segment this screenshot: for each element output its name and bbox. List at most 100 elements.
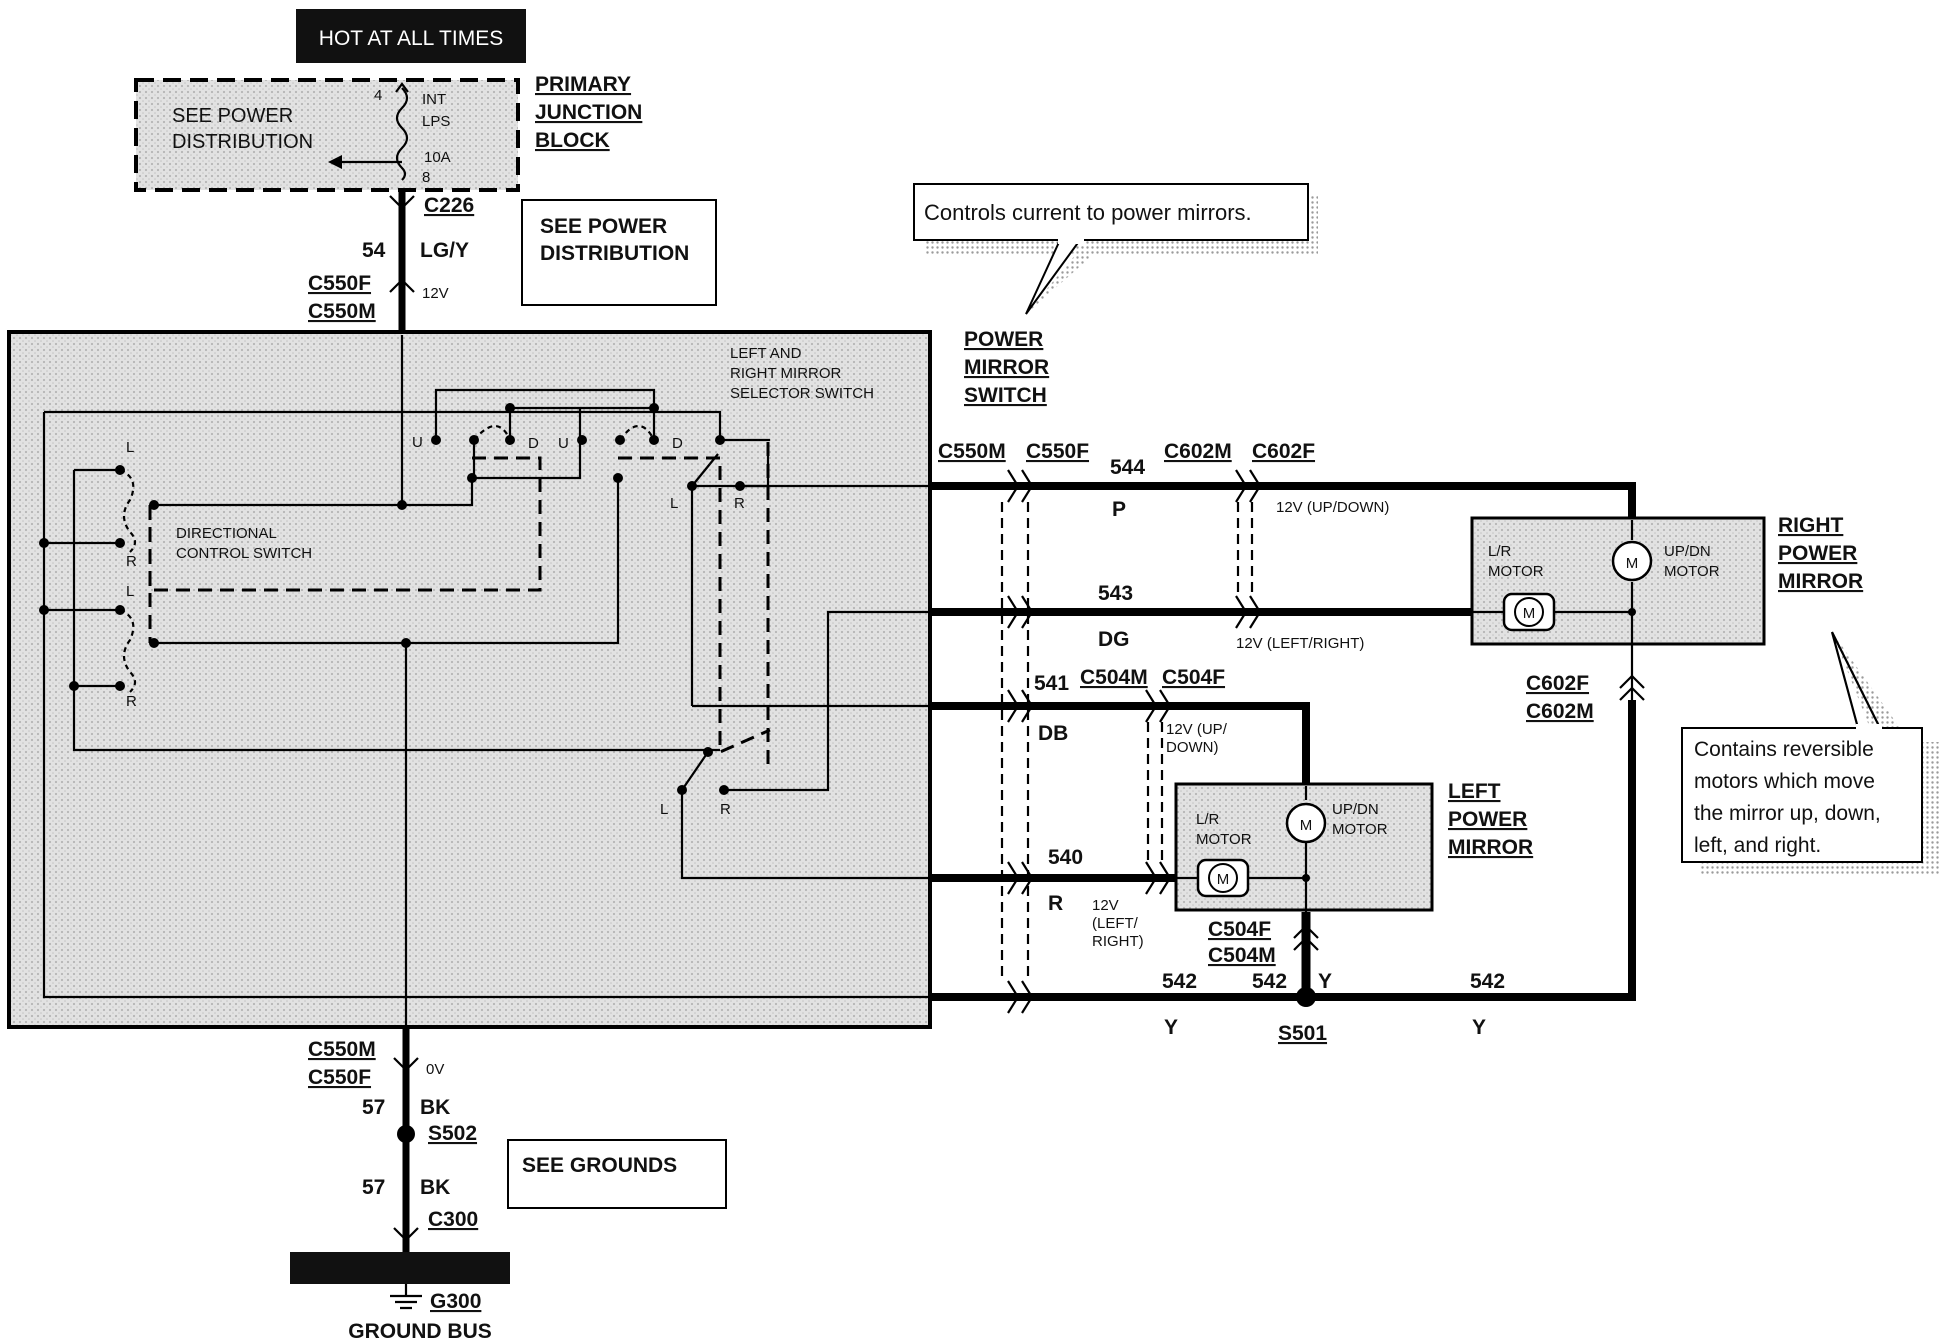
left-motor-ud-icon bbox=[1285, 802, 1327, 844]
wire-540-label: 540 bbox=[1048, 846, 1083, 869]
connector-c602-outputs bbox=[1235, 469, 1262, 629]
wire-541 bbox=[930, 702, 1310, 790]
svg-text:PRIMARY: PRIMARY bbox=[535, 73, 631, 96]
svg-text:SEE GROUNDS: SEE GROUNDS bbox=[522, 1154, 677, 1177]
connector-c550f-bottom-label: C550F bbox=[308, 1066, 371, 1089]
svg-text:12V: 12V bbox=[1092, 897, 1119, 914]
connector-c504m-left-label: C504M bbox=[1208, 944, 1276, 967]
svg-text:L: L bbox=[670, 495, 678, 512]
svg-text:MIRROR: MIRROR bbox=[964, 356, 1049, 379]
pin-8-label: 8 bbox=[422, 169, 430, 186]
svg-text:Y: Y bbox=[1472, 1016, 1486, 1039]
callout-controls-current: Controls current to power mirrors. bbox=[913, 183, 1318, 315]
connector-c550-top-icon bbox=[389, 278, 415, 293]
svg-text:L/R: L/R bbox=[1488, 543, 1512, 560]
see-grounds-box: SEE GROUNDS bbox=[507, 1139, 727, 1209]
see-power-label: SEE POWER bbox=[172, 105, 293, 127]
wire-541-label: 541 bbox=[1034, 672, 1069, 695]
svg-text:0V: 0V bbox=[426, 1061, 444, 1078]
svg-text:UP/DN: UP/DN bbox=[1332, 801, 1379, 818]
svg-text:SEE POWER: SEE POWER bbox=[540, 215, 667, 238]
power-mirror-switch-title: POWER MIRROR SWITCH bbox=[964, 328, 1049, 407]
svg-text:left, and right.: left, and right. bbox=[1694, 834, 1821, 857]
svg-text:12V (UP/: 12V (UP/ bbox=[1166, 721, 1228, 738]
svg-text:D: D bbox=[528, 435, 539, 452]
svg-text:542: 542 bbox=[1470, 970, 1505, 993]
connector-c550-bottom-icon bbox=[393, 1057, 419, 1072]
wire-543-label: 543 bbox=[1098, 582, 1133, 605]
svg-text:M: M bbox=[1523, 605, 1536, 622]
wire-544-color: P bbox=[1112, 498, 1126, 521]
svg-text:LEFT: LEFT bbox=[1448, 780, 1501, 803]
connector-c504f-label: C504F bbox=[1162, 666, 1225, 689]
wire-544-label: 544 bbox=[1110, 456, 1145, 479]
fuse-icon bbox=[395, 87, 409, 181]
connector-c226-label: C226 bbox=[424, 194, 474, 217]
callout-reversible-motors: Contains reversible motors which move th… bbox=[1681, 631, 1940, 876]
svg-text:R: R bbox=[126, 553, 137, 570]
connector-c226-icon bbox=[389, 195, 415, 210]
connector-c550m-bottom-label: C550M bbox=[308, 1038, 376, 1061]
svg-text:L: L bbox=[126, 583, 134, 600]
svg-text:DOWN): DOWN) bbox=[1166, 739, 1219, 756]
connector-c602m-label: C602M bbox=[1164, 440, 1232, 463]
splice-s501-icon bbox=[1296, 987, 1316, 1007]
svg-text:12V (LEFT/RIGHT): 12V (LEFT/RIGHT) bbox=[1236, 635, 1364, 652]
svg-text:DISTRIBUTION: DISTRIBUTION bbox=[540, 242, 689, 265]
ground-bus-label: GROUND BUS bbox=[348, 1320, 492, 1343]
left-power-mirror: M M L/R MOTOR UP/DN MOTOR bbox=[1174, 782, 1434, 912]
svg-text:R: R bbox=[126, 693, 137, 710]
svg-text:SWITCH: SWITCH bbox=[964, 384, 1047, 407]
connector-c504m-label: C504M bbox=[1080, 666, 1148, 689]
svg-text:MIRROR: MIRROR bbox=[1778, 570, 1863, 593]
svg-text:542: 542 bbox=[1252, 970, 1287, 993]
svg-text:L/R: L/R bbox=[1196, 811, 1220, 828]
ground-icon bbox=[390, 1284, 422, 1310]
svg-text:RIGHT: RIGHT bbox=[1778, 514, 1844, 537]
wire-540-color: R bbox=[1048, 892, 1063, 915]
connector-c300-label: C300 bbox=[428, 1208, 478, 1231]
svg-text:CONTROL SWITCH: CONTROL SWITCH bbox=[176, 545, 312, 562]
fuse-rating-label: 10A bbox=[424, 149, 451, 166]
svg-text:MOTOR: MOTOR bbox=[1488, 563, 1544, 580]
svg-text:MOTOR: MOTOR bbox=[1664, 563, 1720, 580]
svg-text:L: L bbox=[126, 439, 134, 456]
svg-text:Contains reversible: Contains reversible bbox=[1694, 738, 1874, 761]
wire-542 bbox=[930, 700, 1636, 1001]
svg-text:RIGHT): RIGHT) bbox=[1092, 933, 1144, 950]
svg-text:R: R bbox=[720, 801, 731, 818]
connector-c602f-label: C602F bbox=[1252, 440, 1315, 463]
arrow-left-icon bbox=[328, 155, 342, 169]
svg-text:(LEFT/: (LEFT/ bbox=[1092, 915, 1139, 932]
connector-c550m-label: C550M bbox=[938, 440, 1006, 463]
see-power-distribution-box: SEE POWER DISTRIBUTION bbox=[521, 199, 717, 306]
svg-text:R: R bbox=[734, 495, 745, 512]
svg-text:M: M bbox=[1217, 871, 1230, 888]
svg-text:the mirror up, down,: the mirror up, down, bbox=[1694, 802, 1881, 825]
svg-text:HOT AT ALL TIMES: HOT AT ALL TIMES bbox=[319, 27, 503, 50]
svg-text:JUNCTION: JUNCTION bbox=[535, 101, 642, 124]
connector-c550f-top-label: C550F bbox=[308, 272, 371, 295]
splice-s502-label: S502 bbox=[428, 1122, 477, 1145]
svg-text:Y: Y bbox=[1164, 1016, 1178, 1039]
ground-bus: G300 GROUND BUS bbox=[290, 1252, 510, 1343]
wire-544 bbox=[930, 482, 1636, 520]
svg-text:MIRROR: MIRROR bbox=[1448, 836, 1533, 859]
svg-text:542: 542 bbox=[1162, 970, 1197, 993]
pin-4-label: 4 bbox=[374, 87, 382, 104]
ground-g300-label: G300 bbox=[430, 1290, 481, 1313]
wire-541-color: DB bbox=[1038, 722, 1068, 745]
svg-text:BLOCK: BLOCK bbox=[535, 129, 610, 152]
right-power-mirror: M M L/R MOTOR UP/DN MOTOR bbox=[1470, 516, 1766, 700]
svg-text:Controls current to power mirr: Controls current to power mirrors. bbox=[924, 200, 1252, 225]
svg-text:57: 57 bbox=[362, 1096, 385, 1119]
connector-c504f-left-label: C504F bbox=[1208, 918, 1271, 941]
connector-c550f-label: C550F bbox=[1026, 440, 1089, 463]
svg-text:Y: Y bbox=[1318, 970, 1332, 993]
svg-text:M: M bbox=[1626, 555, 1639, 572]
fuse-int-label: INT bbox=[422, 91, 446, 108]
svg-text:L: L bbox=[660, 801, 668, 818]
svg-text:BK: BK bbox=[420, 1176, 450, 1199]
splice-s501-label: S501 bbox=[1278, 1022, 1327, 1045]
